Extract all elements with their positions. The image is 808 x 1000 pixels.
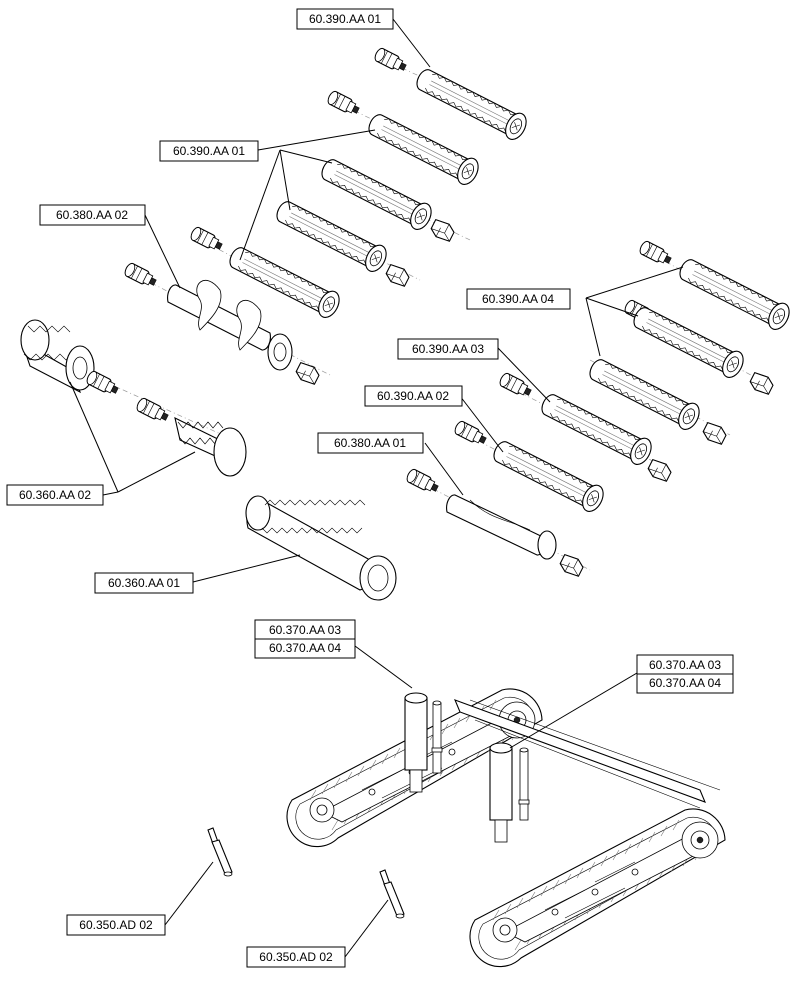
track-crossbeam (454, 699, 721, 809)
auger-drum (122, 261, 322, 387)
label-text: 60.390.AA 02 (377, 389, 449, 403)
label-text: 60.370.AA 04 (269, 641, 341, 655)
label-60-370-aa-03-04-right[interactable]: 60.370.AA 03 60.370.AA 04 (636, 654, 734, 694)
label-60-380-aa-01[interactable]: 60.380.AA 01 (317, 432, 424, 454)
leader-lines (69, 18, 684, 958)
label-60-380-aa-02[interactable]: 60.380.AA 02 (39, 204, 146, 226)
label-60-390-aa-01[interactable]: 60.390.AA 01 (159, 140, 259, 162)
drum-cage-assembly (20, 319, 247, 477)
hydraulic-cylinder-right (489, 742, 530, 843)
label-text: 60.390.AA 01 (173, 144, 245, 158)
label-60-360-aa-02[interactable]: 60.360.AA 02 (6, 484, 104, 506)
label-text: 60.360.AA 02 (19, 488, 91, 502)
label-text: 60.350.AD 02 (259, 950, 333, 964)
label-text: 60.380.AA 02 (56, 208, 128, 222)
label-text: 60.390.AA 04 (482, 292, 554, 306)
label-text: 60.370.AA 04 (649, 676, 721, 690)
pin-right (379, 869, 405, 919)
label-text: 60.350.AD 02 (79, 918, 153, 932)
label-text: 60.360.AA 01 (108, 576, 180, 590)
label-text: 60.370.AA 03 (649, 658, 721, 672)
label-text: 60.380.AA 01 (334, 436, 406, 450)
label-60-370-aa-03-04-left[interactable]: 60.370.AA 03 60.370.AA 04 (254, 619, 356, 659)
cutter-drum-right-6 (404, 467, 586, 579)
hydraulic-cylinder-left (404, 692, 443, 793)
pin-left (207, 827, 233, 877)
track-frame-right (469, 808, 726, 968)
label-60-350-ad-02-right[interactable]: 60.350.AD 02 (246, 946, 346, 968)
label-text: 60.370.AA 03 (269, 623, 341, 637)
label-60-350-ad-02-left[interactable]: 60.350.AD 02 (66, 914, 166, 936)
label-60-390-aa-01-top[interactable]: 60.390.AA 01 (296, 8, 394, 30)
label-text: 60.390.AA 01 (309, 12, 381, 26)
label-60-360-aa-01[interactable]: 60.360.AA 01 (94, 572, 194, 594)
label-60-390-aa-02[interactable]: 60.390.AA 02 (364, 385, 463, 407)
label-text: 60.390.AA 03 (412, 342, 484, 356)
cutter-drum-right-2 (622, 298, 748, 382)
label-60-390-aa-04[interactable]: 60.390.AA 04 (466, 288, 571, 310)
label-60-390-aa-03[interactable]: 60.390.AA 03 (397, 338, 499, 360)
large-cutter-drum (245, 495, 397, 601)
